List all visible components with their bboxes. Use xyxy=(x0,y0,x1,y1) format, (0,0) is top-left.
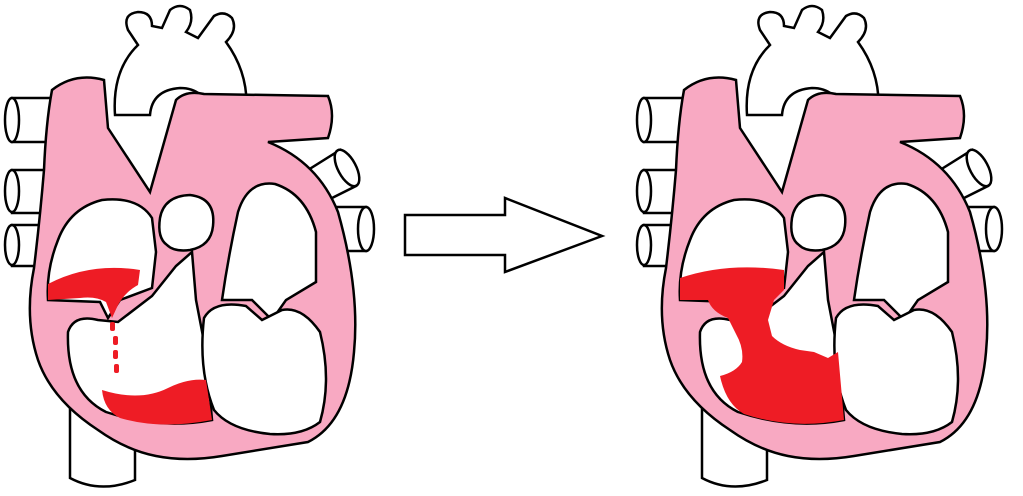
blood-drips xyxy=(110,322,119,373)
left-ventricle-before xyxy=(201,303,328,436)
left-atrium-before xyxy=(220,182,318,322)
blood-atrium-before xyxy=(48,267,140,318)
left-ventricle-after xyxy=(833,303,960,436)
heart-after xyxy=(635,4,1004,488)
pulmonary-opening-after xyxy=(790,193,847,252)
heart-before xyxy=(3,4,376,488)
blood-filled-after xyxy=(680,267,844,424)
blood-ventricle-before xyxy=(102,379,212,425)
pulmonary-opening-before xyxy=(158,193,215,252)
left-atrium-after xyxy=(852,182,950,322)
right-arrow-icon xyxy=(403,196,606,274)
